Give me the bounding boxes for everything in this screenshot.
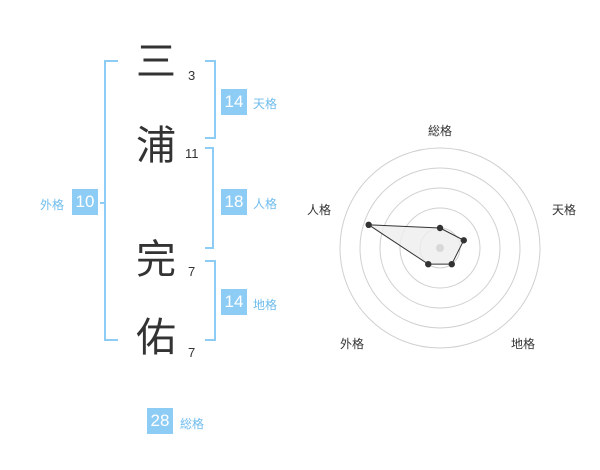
tenkaku-value: 14 (221, 89, 247, 115)
radar-point (365, 221, 372, 229)
name-char-3: 完 (136, 237, 176, 283)
radar-point (425, 260, 432, 268)
gaikaku-bracket (104, 60, 118, 341)
radar-axis-jinkaku: 人格 (307, 203, 332, 217)
radar-ring (379, 187, 501, 309)
name-char-1-strokes: 3 (188, 68, 196, 83)
name-char-2-strokes: 11 (185, 146, 199, 161)
radar-points (365, 221, 467, 268)
tenkaku-bracket (205, 60, 216, 139)
radar-axis-soukaku: 総格 (428, 124, 453, 138)
chikaku-value: 14 (221, 289, 247, 315)
radar-ring (359, 167, 521, 329)
radar-rings (339, 147, 541, 349)
radar-ring (399, 207, 481, 289)
name-char-2: 浦 (136, 123, 176, 169)
chikaku-label: 地格 (253, 298, 278, 312)
jinkaku-value: 18 (221, 189, 247, 215)
jinkaku-bracket (205, 147, 214, 249)
soukaku-value: 28 (147, 408, 173, 434)
radar-point (436, 224, 444, 232)
chikaku-bracket (205, 260, 216, 341)
name-char-1: 三 (136, 39, 176, 85)
radar-axis-chikaku: 地格 (511, 337, 536, 351)
name-char-3-strokes: 7 (188, 264, 196, 279)
radar-point (460, 237, 467, 244)
radar-axis-gaikaku: 外格 (340, 337, 365, 351)
gaikaku-label: 外格 (40, 198, 65, 212)
name-char-4-strokes: 7 (188, 345, 196, 360)
jinkaku-label: 人格 (253, 197, 278, 211)
name-char-4: 佑 (136, 315, 176, 361)
radar-ring (339, 147, 541, 349)
radar-point (448, 260, 455, 268)
radar-axis-tenkaku: 天格 (552, 203, 577, 217)
radar-center-dot (436, 244, 444, 252)
gaikaku-value: 10 (72, 189, 98, 215)
soukaku-label: 総格 (180, 417, 205, 431)
radar-polygon (366, 224, 465, 265)
tenkaku-label: 天格 (253, 97, 278, 111)
